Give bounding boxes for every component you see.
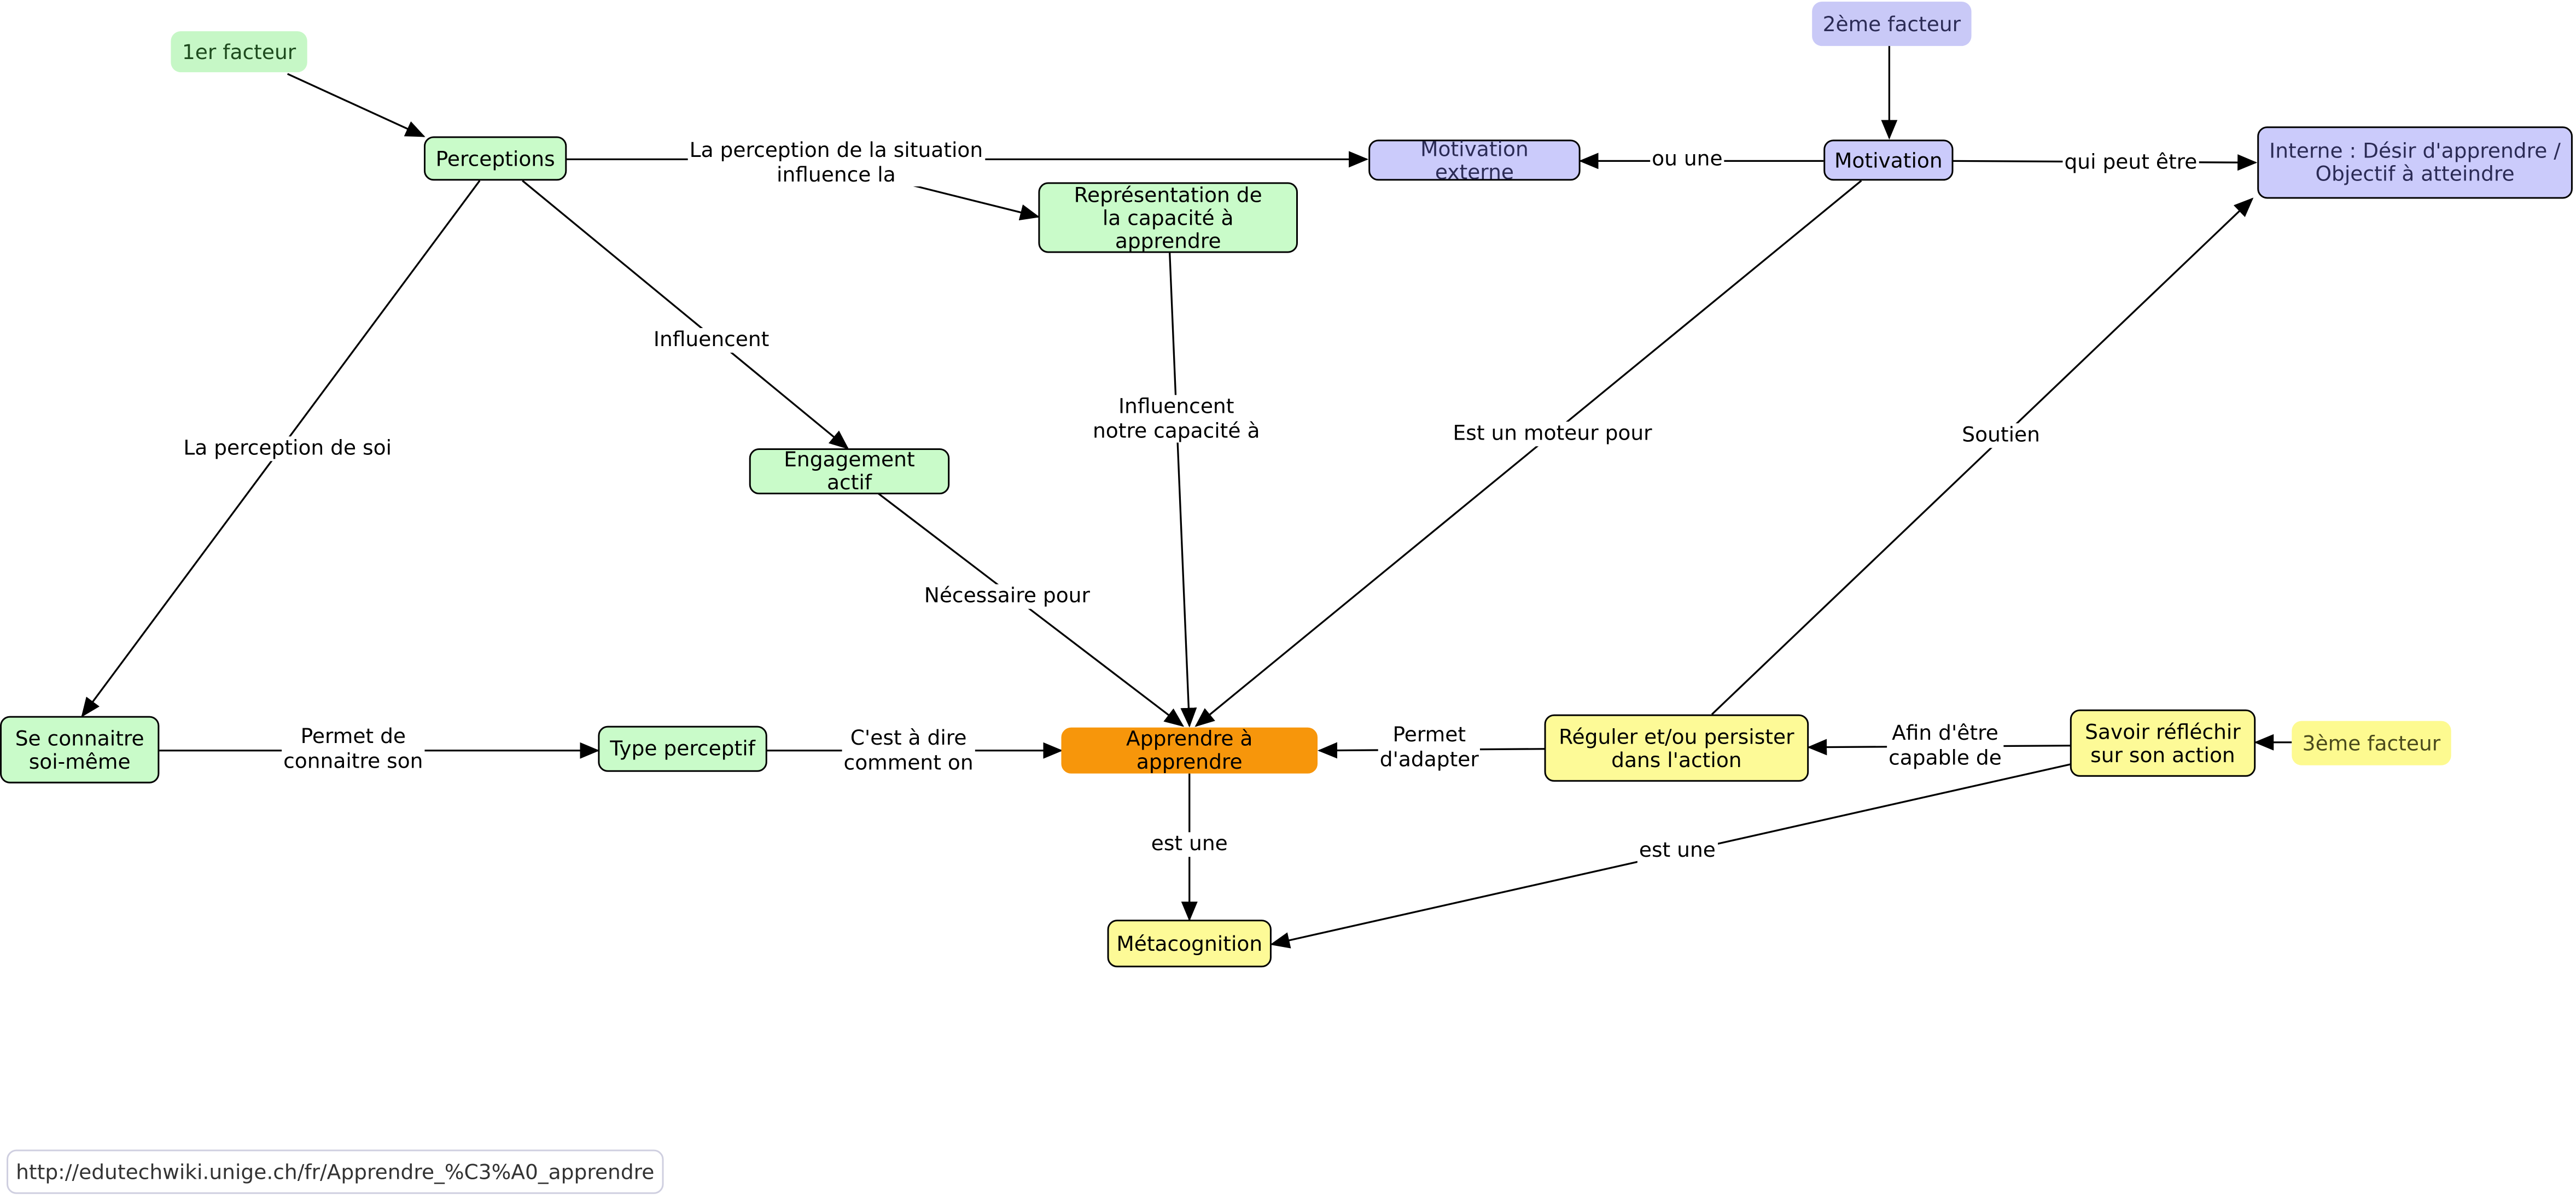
node-type-perceptif[interactable]: Type perceptif	[598, 726, 767, 772]
label-perception-situation: La perception de la situation influence …	[687, 138, 985, 186]
node-representation[interactable]: Représentation de la capacité à apprendr…	[1038, 182, 1298, 253]
label-permet-adapter: Permet d'adapter	[1378, 722, 1481, 771]
edge-situation-representation	[913, 184, 1040, 221]
edge-perceptions-engagement	[522, 180, 849, 449]
label-afin-capable: Afin d'être capable de	[1887, 721, 2003, 770]
label-est-une-2: est une	[1637, 838, 1717, 863]
source-url-link[interactable]: http://edutechwiki.unige.ch/fr/Apprendre…	[7, 1149, 664, 1194]
edge-reguler-interne	[1711, 197, 2254, 715]
label-moteur: Est un moteur pour	[1451, 421, 1654, 446]
label-ou-une: ou une	[1650, 147, 1724, 172]
label-c-est-a-dire: C'est à dire comment on	[842, 726, 975, 775]
label-influencent: Influencent	[651, 327, 771, 352]
node-motivation-externe[interactable]: Motivation externe	[1368, 136, 1581, 182]
node-reguler[interactable]: Réguler et/ou persister dans l'action	[1544, 714, 1809, 782]
label-perception-de-soi: La perception de soi	[182, 436, 394, 460]
label-qui-peut-etre: qui peut être	[2062, 150, 2199, 175]
edge-facteur1-perceptions	[287, 73, 426, 137]
edge-motivation-apprendre	[1194, 180, 1862, 727]
label-soutien: Soutien	[1960, 423, 2042, 447]
label-influencent-capacite: Influencent notre capacité à	[1091, 394, 1262, 443]
factor-tag-2: 2ème facteur	[1812, 2, 1972, 46]
label-est-une-1: est une	[1149, 832, 1229, 856]
node-motivation[interactable]: Motivation	[1823, 139, 1954, 181]
edge-representation-apprendre	[1169, 253, 1197, 728]
node-savoir-reflechir[interactable]: Savoir réfléchir sur son action	[2070, 709, 2256, 777]
label-permet-connaitre: Permet de connaitre son	[282, 724, 425, 773]
factor-tag-1: 1er facteur	[171, 31, 307, 73]
node-perceptions[interactable]: Perceptions	[423, 136, 567, 181]
factor-tag-3: 3ème facteur	[2292, 721, 2451, 765]
node-interne[interactable]: Interne : Désir d'apprendre / Objectif à…	[2257, 126, 2573, 199]
node-se-connaitre[interactable]: Se connaitre soi-même	[0, 716, 160, 783]
node-metacognition[interactable]: Métacognition	[1107, 920, 1272, 968]
label-necessaire: Nécessaire pour	[922, 583, 1092, 609]
node-engagement-actif[interactable]: Engagement actif	[749, 448, 950, 495]
edge-engagement-apprendre	[877, 492, 1185, 727]
node-apprendre-a-apprendre[interactable]: Apprendre à apprendre	[1061, 727, 1318, 774]
